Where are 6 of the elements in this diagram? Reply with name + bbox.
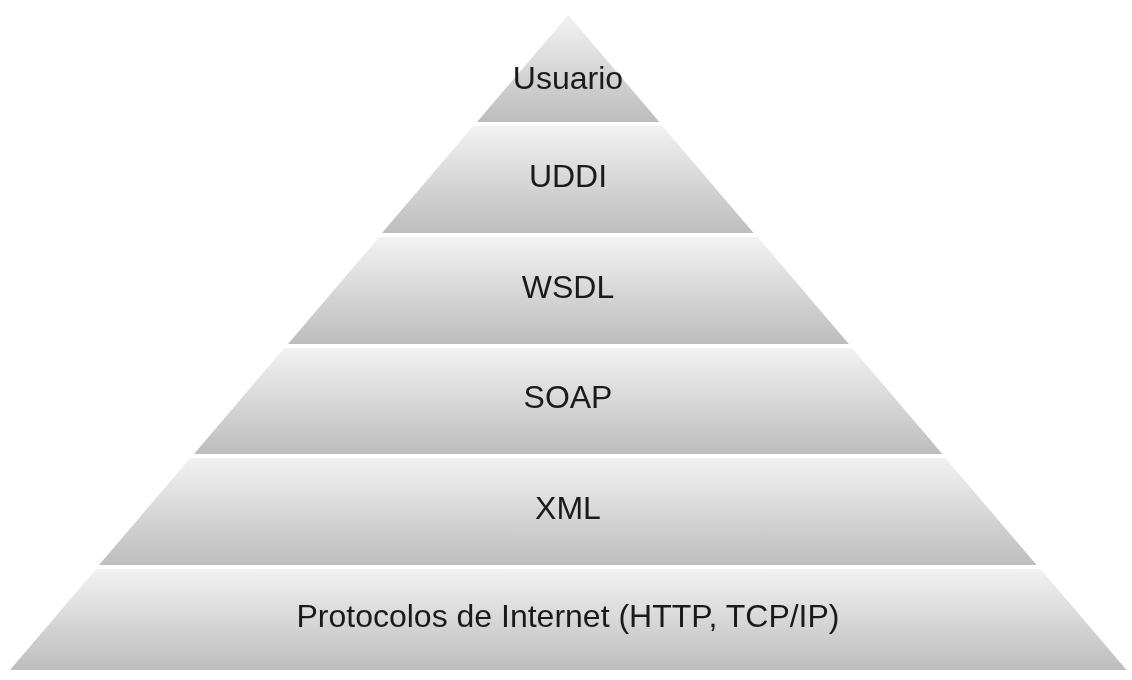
- tier-label: WSDL: [520, 268, 616, 306]
- tier-label: SOAP: [522, 379, 614, 416]
- tier-label: XML: [534, 489, 602, 527]
- tier-label: Usuario: [511, 60, 625, 97]
- tier-label: Protocolos de Internet (HTTP, TCP/IP): [295, 597, 841, 635]
- tier-label: UDDI: [527, 157, 609, 195]
